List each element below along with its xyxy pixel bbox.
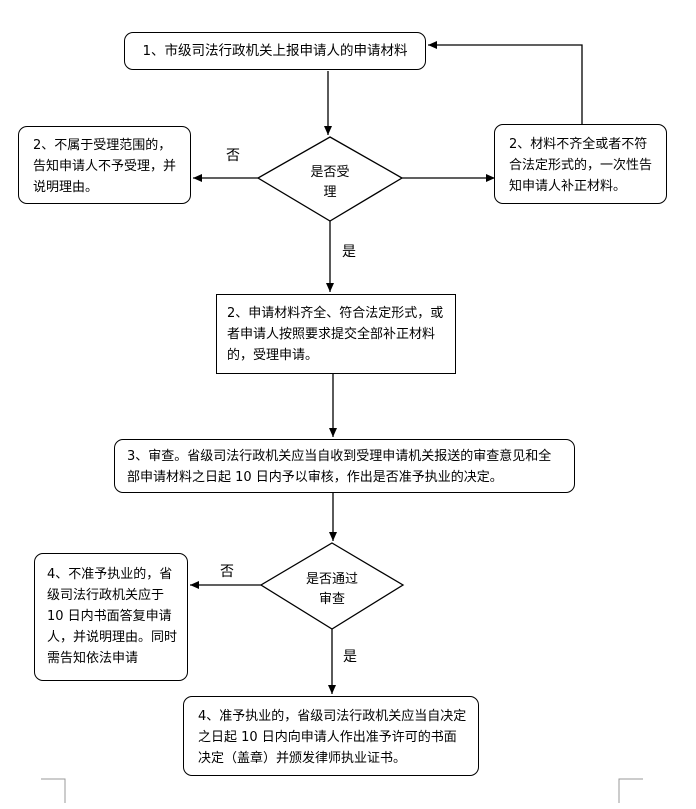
page-corner-mark-right bbox=[618, 778, 643, 803]
label-no-1: 否 bbox=[226, 148, 240, 164]
label-yes-1: 是 bbox=[342, 244, 356, 260]
node-reject-scope: 2、不属于受理范围的，告知申请人不予受理，并说明理由。 bbox=[18, 126, 191, 204]
label-no-2: 否 bbox=[220, 564, 234, 580]
node-step1: 1、市级司法行政机关上报申请人的申请材料 bbox=[124, 32, 426, 70]
node-accept: 2、申请材料齐全、符合法定形式，或者申请人按照要求提交全部补正材料的，受理申请。 bbox=[216, 294, 456, 374]
node-deny: 4、不准予执业的，省级司法行政机关应于 10 日内书面答复申请人，并说明理由。同… bbox=[34, 553, 188, 681]
arrow-supplement-to-step1 bbox=[428, 41, 583, 124]
page-corner-mark-left bbox=[41, 778, 66, 803]
node-grant: 4、准予执业的，省级司法行政机关应当自决定之日起 10 日内向申请人作出准予许可… bbox=[183, 696, 479, 776]
node-review: 3、审查。省级司法行政机关应当自收到受理申请机关报送的审查意见和全部申请材料之日… bbox=[114, 439, 575, 493]
label-yes-2: 是 bbox=[343, 649, 357, 665]
decision-accept-label: 是否受理 bbox=[310, 165, 350, 199]
node-supplement: 2、材料不齐全或者不符合法定形式的，一次性告知申请人补正材料。 bbox=[494, 124, 667, 204]
decision-pass-label: 是否通过审查 bbox=[306, 572, 358, 606]
